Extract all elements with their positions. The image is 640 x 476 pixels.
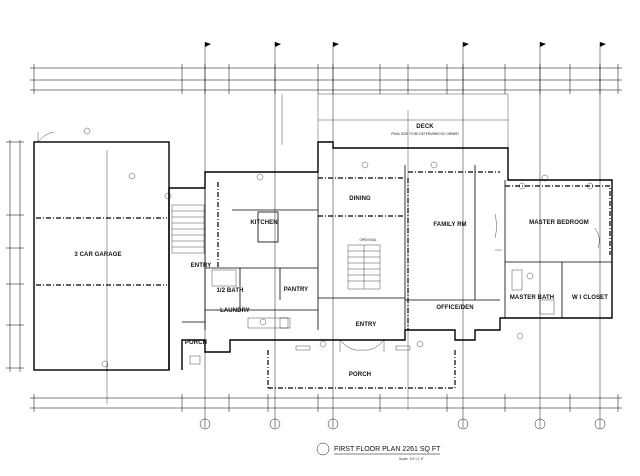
garage-label: 3 CAR GARAGE — [74, 252, 121, 258]
entry-doors — [189, 339, 411, 365]
pantry-label: PANTRY — [284, 287, 309, 293]
main-entry-label: ENTRY — [356, 322, 377, 328]
drawing-caption: FIRST FLOOR PLAN 2261 SQ FT Scale: 1/4"=… — [316, 442, 441, 461]
deck-label: DECK — [416, 124, 434, 130]
half-bath-label: 1/2 BATH — [216, 288, 243, 294]
house-walls — [168, 141, 613, 370]
interior-walls — [182, 165, 612, 330]
side-porch-label: PORCH — [185, 340, 207, 346]
family-room-label: FAMILY RM — [433, 222, 466, 228]
deck-note: FINAL SIZE TO BE DETERMINED BY OWNER — [391, 132, 459, 136]
drawing-scale: Scale: 1/4"=1'-0" — [399, 457, 425, 461]
window-tags — [83, 127, 594, 368]
laundry-label: LAUNDRY — [220, 308, 250, 314]
master-bath-label: MASTER BATH — [510, 295, 554, 301]
bottom-dimension-lines — [30, 394, 622, 412]
kitchen-label: KITCHEN — [250, 220, 277, 226]
side-entry-label: ENTRY — [191, 263, 212, 269]
left-dimension-lines — [6, 140, 24, 372]
office-label: OFFICE/DEN — [436, 305, 473, 311]
grid-lines-vertical — [106, 50, 601, 428]
deck-outline — [281, 93, 509, 150]
beam-lines — [217, 171, 611, 389]
kitchen-fixtures — [211, 211, 291, 329]
main-porch-label: PORCH — [349, 372, 371, 378]
main-stairs — [347, 244, 381, 290]
closet-label: W I CLOSET — [572, 295, 608, 301]
side-stairs — [171, 204, 205, 254]
master-bedroom-label: MASTER BEDROOM — [529, 220, 589, 226]
grid-flags — [204, 42, 606, 50]
dining-label: DINING — [349, 196, 371, 202]
drawing-title: FIRST FLOOR PLAN 2261 SQ FT — [334, 446, 441, 453]
open-rail-note: OPEN RAIL — [359, 238, 376, 242]
top-dimension-lines — [30, 64, 622, 94]
grid-bubbles-bottom — [199, 418, 606, 430]
master-fixtures — [494, 213, 600, 315]
